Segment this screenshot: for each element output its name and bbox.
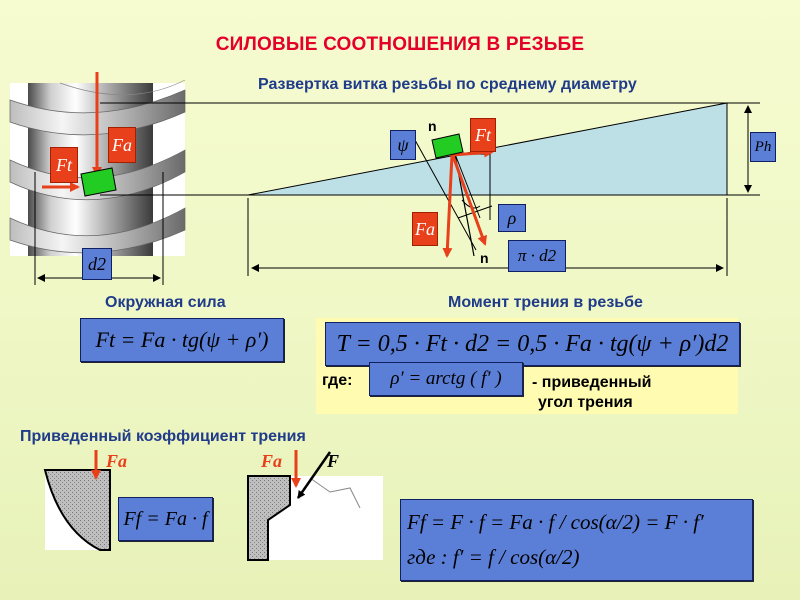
fa-label-right: Fa [412,212,438,246]
ft-label-right: Ft [470,118,496,152]
pi-d2-label: π · d2 [508,240,566,272]
formula-moment: T = 0,5 · Ft · d2 = 0,5 · Fa · tg(ψ + ρ′… [325,322,740,366]
section-circumferential-force: Окружная сила [105,294,226,311]
ph-label: Ph [750,132,776,162]
thread-profile-left [43,450,111,551]
rho-description-line1: - приведенный [532,374,652,391]
formula-f-prime: где : f′ = f / cos(α/2) [407,545,580,569]
normal-n-bottom: n [480,250,489,266]
load-block-left [80,167,117,197]
thread-profile-middle [247,450,383,561]
f-label-bottom-middle: F [327,451,340,471]
page-title: СИЛОВЫЕ СООТНОШЕНИЯ В РЕЗЬБЕ [215,34,585,55]
normal-n-top: n [428,118,437,134]
where-label: где: [322,372,353,389]
fa-label-bottom-left: Fa [106,451,128,471]
load-block-right [431,133,464,159]
ft-label-left: Ft [50,147,78,183]
psi-label: ψ [390,130,416,160]
formula-ff-full: Ff = F · f = Fa · f / cos(α/2) = F · f′ … [400,499,753,581]
formula-ff-full-line1: Ff = F · f = Fa · f / cos(α/2) = F · f′ [407,510,704,534]
fa-label-left: Fa [108,127,136,163]
rho-label: ρ [498,204,526,232]
fa-label-bottom-middle: Fa [261,451,283,471]
formula-ff-simple: Ff = Fa · f [118,497,213,541]
section-reduced-coefficient: Приведенный коэффициент трения [20,428,306,445]
formula-ft: Ft = Fa · tg(ψ + ρ′) [80,318,284,362]
section-friction-moment: Момент трения в резьбе [448,294,643,311]
rho-description-line2: угол трения [538,394,633,411]
unwrapped-thread-subtitle: Развертка витка резьбы по среднему диаме… [258,76,637,93]
d2-label: d2 [82,248,112,280]
force-polygon [414,139,494,258]
formula-rho-prime: ρ′ = arctg ( f′ ) [369,362,523,396]
